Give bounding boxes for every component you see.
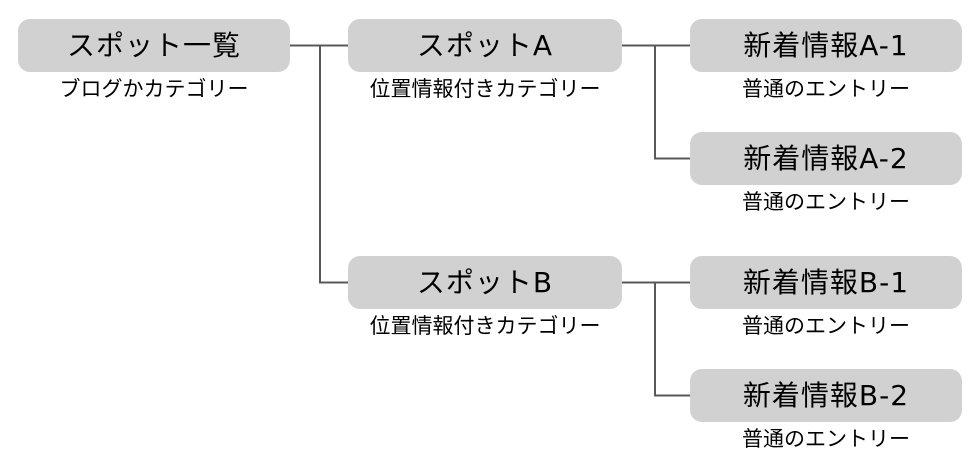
connector-spot-a-to-news: [622, 44, 690, 160]
node-box-news-a1: 新着情報A-1: [690, 19, 962, 72]
node-box-news-b1: 新着情報B-1: [690, 256, 962, 309]
node-subtitle-news-a2: 普通のエントリー: [742, 190, 910, 214]
node-news-b1: 新着情報B-1 普通のエントリー: [690, 256, 962, 339]
node-news-a2: 新着情報A-2 普通のエントリー: [690, 132, 962, 215]
node-subtitle-news-a1: 普通のエントリー: [742, 77, 910, 101]
node-subtitle-spot-b: 位置情報付きカテゴリー: [369, 314, 601, 338]
node-spot-a: スポットA 位置情報付きカテゴリー: [348, 19, 622, 102]
node-subtitle-news-b1: 普通のエントリー: [742, 314, 910, 338]
connector-spot-b-to-news: [622, 281, 690, 397]
node-news-b2: 新着情報B-2 普通のエントリー: [690, 369, 962, 452]
node-box-spot-b: スポットB: [348, 256, 622, 309]
node-box-spot-list: スポット一覧: [18, 19, 290, 72]
connector-root-to-spots: [290, 44, 348, 284]
node-subtitle-spot-a: 位置情報付きカテゴリー: [369, 77, 601, 101]
node-box-news-a2: 新着情報A-2: [690, 132, 962, 185]
node-box-news-b2: 新着情報B-2: [690, 369, 962, 422]
node-news-a1: 新着情報A-1 普通のエントリー: [690, 19, 962, 102]
node-spot-list: スポット一覧 ブログかカテゴリー: [18, 19, 290, 102]
node-spot-b: スポットB 位置情報付きカテゴリー: [348, 256, 622, 339]
node-box-spot-a: スポットA: [348, 19, 622, 72]
node-subtitle-news-b2: 普通のエントリー: [742, 427, 910, 451]
node-subtitle-spot-list: ブログかカテゴリー: [59, 77, 249, 101]
